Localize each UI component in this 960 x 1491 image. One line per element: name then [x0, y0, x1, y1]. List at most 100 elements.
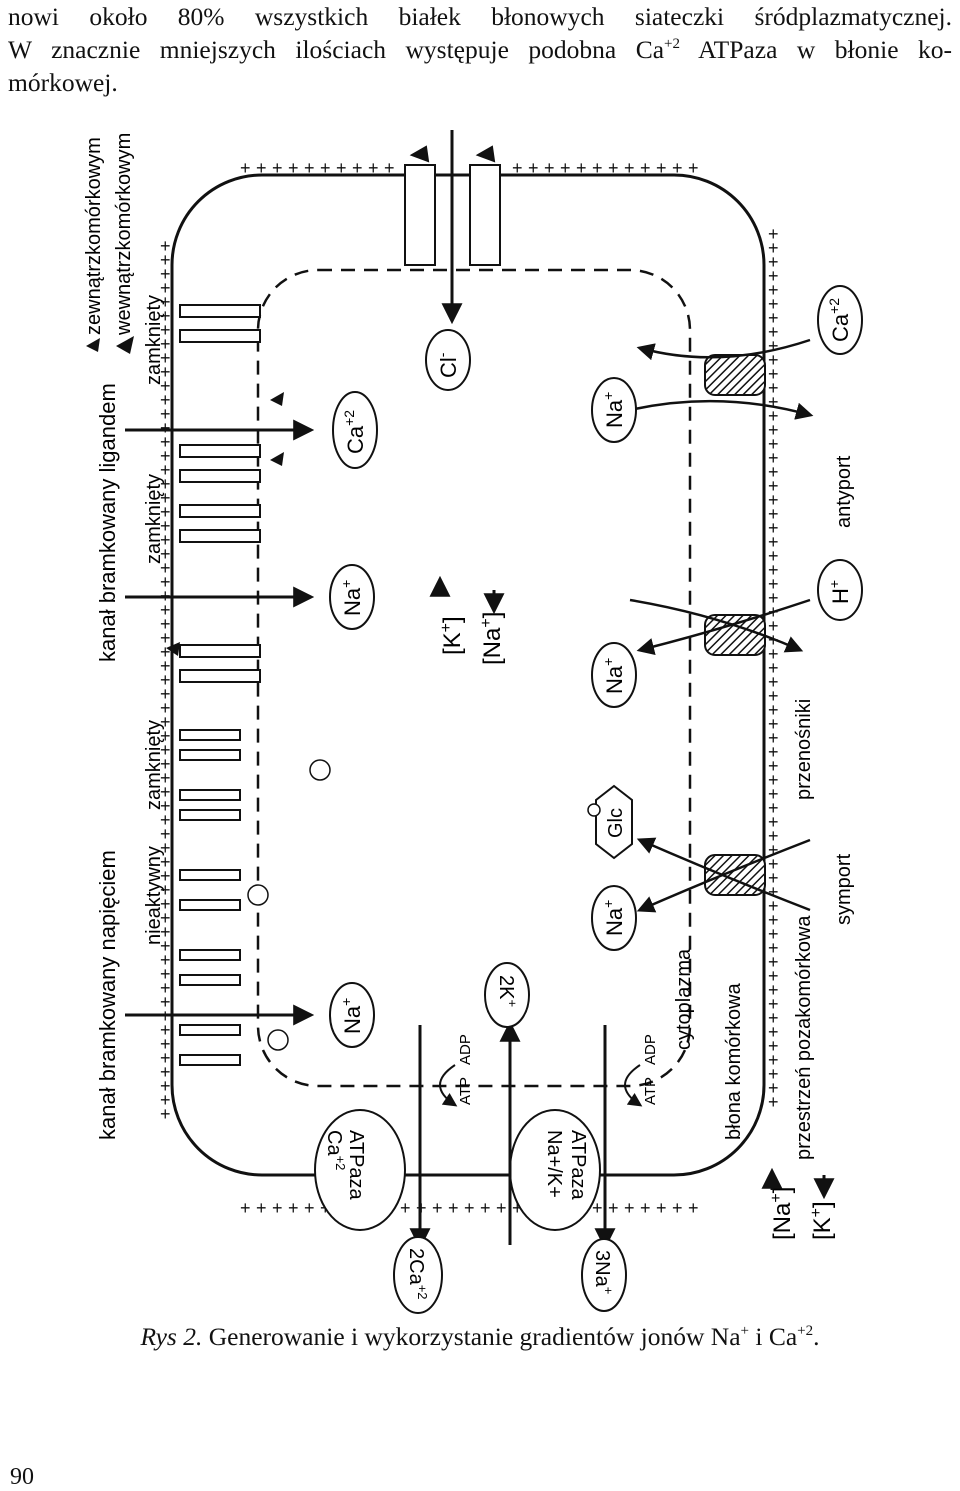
membrane-charge: + [768, 672, 779, 692]
membrane-charge: + [768, 308, 779, 328]
membrane-charge: + [160, 656, 171, 676]
membrane-charge: + [768, 826, 779, 846]
membrane-charge: + [656, 158, 667, 178]
membrane-charge: + [768, 392, 779, 412]
svg-text:3Na+: 3Na+ [591, 1250, 616, 1294]
membrane-charge: + [160, 390, 171, 410]
membrane-charge: + [160, 628, 171, 648]
membrane-charge: + [160, 432, 171, 452]
membrane-charge: + [768, 266, 779, 286]
membrane-charge: + [160, 278, 171, 298]
ion-na-voltage: Na+ [329, 982, 375, 1048]
label-extracellular-space: przestrzeń pozakomórkowa [793, 915, 815, 1160]
membrane-charge: + [768, 980, 779, 1000]
ion-ca-ligand: Ca+2 [332, 391, 378, 469]
membrane-charge: + [768, 896, 779, 916]
membrane-charge: + [624, 158, 635, 178]
svg-text:ATPaza: ATPaza [567, 1130, 589, 1201]
svg-text:Ca+2: Ca+2 [341, 410, 368, 454]
membrane-charge: + [640, 158, 651, 178]
ligand-extracellular-icon [86, 338, 100, 352]
membrane-charge: + [624, 1198, 635, 1218]
membrane-charges-top: ++++++++++++++++++++++ [240, 158, 699, 178]
ion-h-out: H+ [817, 559, 863, 621]
membrane-charge: + [656, 1198, 667, 1218]
label-membrane: błona komórkowa [723, 982, 745, 1140]
membrane-charge: + [768, 966, 779, 986]
ion-na-symport: Na+ [591, 885, 637, 951]
membrane-charge: + [768, 238, 779, 258]
membrane-charge: + [768, 322, 779, 342]
label-cytoplasm: cytoplazma [673, 948, 695, 1050]
membrane-charge: + [640, 1198, 651, 1218]
carrier-arrows [629, 338, 814, 913]
membrane-charge: + [768, 882, 779, 902]
membrane-charge: + [672, 158, 683, 178]
membrane-charge: + [768, 910, 779, 930]
membrane-charge: + [160, 950, 171, 970]
membrane-charge: + [768, 280, 779, 300]
membrane-charge: + [160, 866, 171, 886]
atp-adp-left: ATP ADP [439, 1034, 474, 1107]
concentration-inside: [K+] [Na+] [429, 575, 506, 665]
paragraph-line-3: mórkowej. [8, 68, 118, 97]
membrane-charge: + [688, 158, 699, 178]
membrane-charge: + [160, 1076, 171, 1096]
membrane-charge: + [160, 810, 171, 830]
state-inactive: nieaktywny [143, 846, 165, 945]
membrane-charge: + [160, 460, 171, 480]
paragraph: nowi około 80% wszystkich białek błonowy… [8, 0, 952, 99]
membrane-charge: + [160, 502, 171, 522]
glucose-oxygen-marker [587, 803, 601, 817]
membrane-charge: + [160, 348, 171, 368]
svg-text:[K+]: [K+] [438, 616, 466, 655]
membrane-charge: + [768, 798, 779, 818]
membrane-charge: + [768, 560, 779, 580]
membrane-charge: + [160, 936, 171, 956]
membrane-charge: + [160, 978, 171, 998]
membrane-charge: + [576, 158, 587, 178]
membrane-charge: + [768, 364, 779, 384]
ion-cl: Cl- [425, 329, 471, 391]
membrane-charge: + [160, 292, 171, 312]
label-antiport: antyport [833, 455, 855, 528]
membrane-charge: + [768, 784, 779, 804]
membrane-charges-right: ++++++++++++++++++++++++++++++++++++++++… [768, 224, 779, 1112]
membrane-charge: + [768, 840, 779, 860]
membrane-charge: + [400, 1198, 411, 1218]
membrane-charge: + [160, 754, 171, 774]
membrane-charge: + [272, 1198, 283, 1218]
legend-extracellular: zewnątrzkomórkowym [83, 137, 105, 335]
legend-intracellular: wewnątrzkomórkowym [113, 133, 135, 336]
svg-text:Ca+2: Ca+2 [323, 1130, 348, 1170]
membrane-charge: + [496, 1198, 507, 1218]
ion-2ca-out: 2Ca+2 [393, 1236, 443, 1314]
membrane-charge: + [592, 158, 603, 178]
ion-3na-out: 3Na+ [581, 1238, 627, 1312]
atp-adp-right: ATP ADP [624, 1034, 659, 1107]
svg-text:ADP: ADP [642, 1034, 659, 1065]
membrane-charge: + [608, 1198, 619, 1218]
membrane-charge: + [160, 530, 171, 550]
membrane-charge: + [768, 546, 779, 566]
membrane-charge: + [768, 504, 779, 524]
membrane-charge: + [160, 558, 171, 578]
membrane-charge: + [160, 334, 171, 354]
chloride-channel [404, 145, 501, 266]
membrane-charges-bottom: +++++++++++++++++++++++++++++ [240, 1198, 699, 1218]
membrane-charge: + [160, 796, 171, 816]
svg-text:Glc: Glc [605, 808, 627, 838]
membrane-charge: + [160, 544, 171, 564]
membrane-charge: + [768, 616, 779, 636]
membrane-charge: + [160, 306, 171, 326]
caption-text-a: Generowanie i wykorzystanie gradientów j… [202, 1322, 741, 1351]
svg-text:ATPaza: ATPaza [345, 1130, 367, 1201]
membrane-charge: + [160, 320, 171, 340]
svg-text:ATP: ATP [457, 1077, 474, 1105]
membrane-charge: + [160, 768, 171, 788]
membrane-charge: + [768, 742, 779, 762]
svg-text:Na+: Na+ [338, 998, 365, 1034]
membrane-charge: + [768, 658, 779, 678]
membrane-charge: + [256, 1198, 267, 1218]
svg-text:2K+: 2K+ [495, 975, 520, 1007]
